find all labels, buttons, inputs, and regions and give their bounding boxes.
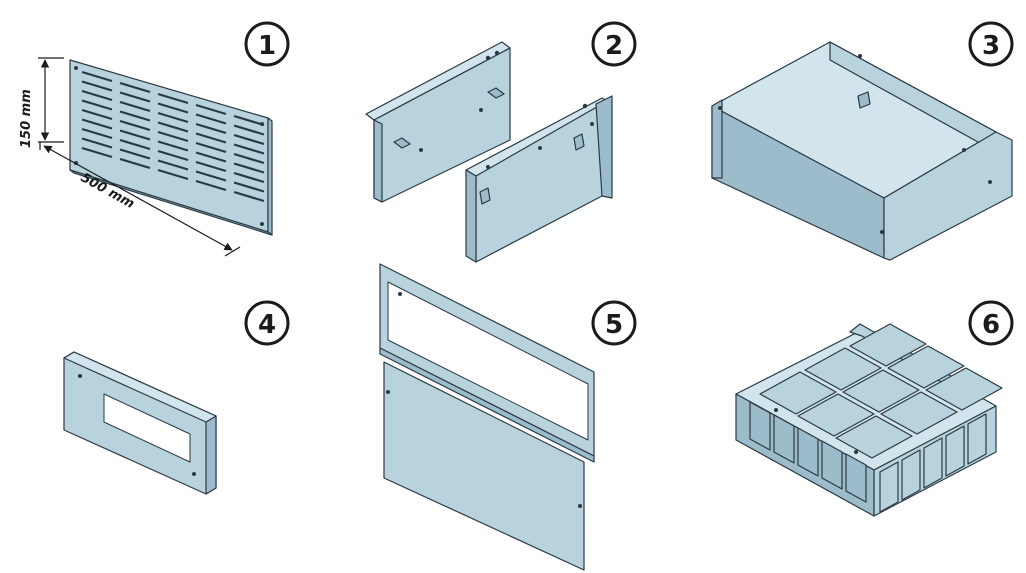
filter-pleat [773,414,795,464]
louver-slat [233,171,265,184]
louver-slat [195,122,227,135]
part-5-front-panel [379,263,595,571]
louver-slat [81,127,113,140]
dimension-height-label: 150 mm [19,89,34,148]
filter-pleat [797,427,819,477]
louver-slat [233,114,265,127]
filter-pleat [923,437,943,489]
louver-slat [157,92,189,105]
part-number-1: 1 [258,31,276,61]
louver-slat [195,113,227,125]
label-part-2: 2 [591,21,637,67]
filter-cells [749,323,1003,513]
louver-slat [81,99,113,111]
part-number-6: 6 [982,310,1000,340]
label-part-6: 6 [968,300,1014,346]
filter-pleat [901,449,921,501]
louver-slat [233,124,265,136]
louver-slat [157,102,189,114]
dimension-150mm: 150 mm [19,57,64,148]
louver-slat [157,111,189,124]
filter-pleat [879,461,899,513]
louver-slat [233,190,265,203]
part-4-frame [63,351,217,495]
filter-pleat [749,401,771,451]
louver-slat [233,162,265,174]
louver-slat [81,70,113,83]
label-part-4: 4 [244,300,290,346]
filter-cell [887,345,965,389]
louver-slat [157,121,189,133]
louver-slat [195,103,227,116]
part-number-3: 3 [982,31,1000,61]
louver-slat [157,130,189,143]
louver-slat [233,181,265,193]
louver-slat [81,118,113,130]
filter-pleat [845,453,867,503]
part-6-filter-box [735,323,1003,517]
louver-slat [81,80,113,92]
louver-slat [119,81,151,94]
label-part-3: 3 [968,21,1014,67]
part-number-4: 4 [258,310,276,340]
part-1-vent-grille [69,59,273,236]
label-part-5: 5 [591,300,637,346]
filter-cell [804,347,882,391]
filter-cell [842,369,920,413]
louver-slat [119,129,151,141]
part-number-2: 2 [605,31,623,61]
louver-slat [81,89,113,102]
louver-slat [119,91,151,103]
part-2-side-brackets [365,41,613,263]
louver-slat [233,143,265,155]
louver-slat [81,108,113,121]
louver-slat [233,152,265,165]
filter-cell [835,415,913,459]
part-number-5: 5 [605,310,623,340]
part-3-tray [711,41,1013,261]
filter-pleat [967,413,987,465]
louver-slat [233,133,265,146]
label-part-1: 1 [244,21,290,67]
louver-slat [195,132,227,144]
louver-slat [119,110,151,122]
filter-pleat [945,425,965,477]
filter-cell [759,371,837,415]
louver-slat [119,119,151,132]
filter-cell [925,367,1003,411]
louver-slat [119,100,151,113]
filter-cell [880,391,958,435]
filter-cell [849,323,927,367]
filter-pleat [821,440,843,490]
filter-cell [797,393,875,437]
